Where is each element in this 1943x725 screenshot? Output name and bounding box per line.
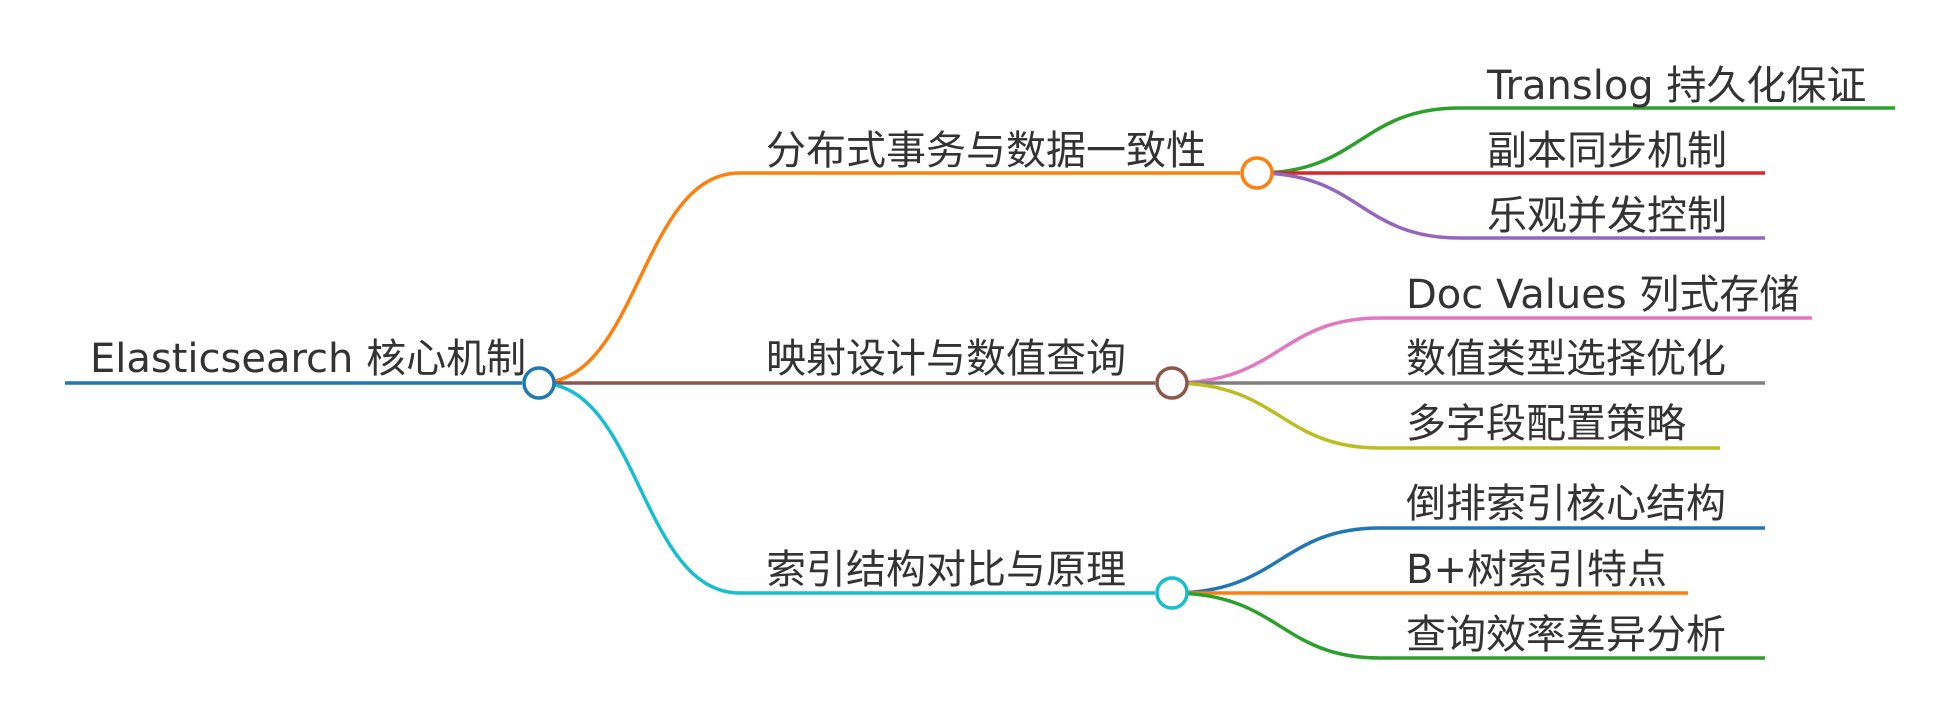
topic-3-child-3-label: 查询效率差异分析 <box>1406 612 1726 658</box>
root-label: Elasticsearch 核心机制 <box>90 336 526 382</box>
topic-3-node[interactable]: 索引结构对比与原理 <box>740 547 1155 595</box>
branch-topic-1-to-child-1 <box>1256 106 1461 175</box>
branch-topic-1-to-child-3 <box>1256 171 1461 240</box>
topic-3-child-2[interactable]: B+树索引特点 <box>1380 547 1688 595</box>
topic-1-child-1[interactable]: Translog 持久化保证 <box>1460 63 1895 110</box>
root-junction-circle[interactable] <box>522 366 556 400</box>
branch-root-to-topic-1 <box>538 171 741 385</box>
topic-1-child-3-label: 乐观并发控制 <box>1487 193 1727 239</box>
topic-2-node[interactable]: 映射设计与数值查询 <box>740 336 1155 385</box>
branch-topic-2-to-child-1 <box>1171 316 1381 385</box>
topic-1-label: 分布式事务与数据一致性 <box>766 128 1206 174</box>
branch-topic-2-to-child-3 <box>1171 381 1381 450</box>
topic-1-junction-circle[interactable] <box>1240 156 1274 190</box>
topic-3-label: 索引结构对比与原理 <box>766 547 1126 593</box>
topic-1-node[interactable]: 分布式事务与数据一致性 <box>740 128 1240 175</box>
topic-2-label: 映射设计与数值查询 <box>766 336 1126 382</box>
branch-root-to-topic-3 <box>538 381 741 595</box>
topic-2-junction-circle[interactable] <box>1155 366 1189 400</box>
topic-3-child-1-label: 倒排索引核心结构 <box>1406 481 1726 527</box>
topic-3-child-3[interactable]: 查询效率差异分析 <box>1380 612 1765 660</box>
topic-1-child-2-label: 副本同步机制 <box>1487 128 1727 174</box>
topic-1-child-1-label: Translog 持久化保证 <box>1486 63 1866 109</box>
topic-2-child-2[interactable]: 数值类型选择优化 <box>1380 336 1765 385</box>
topic-2-child-2-label: 数值类型选择优化 <box>1406 336 1726 382</box>
topic-2-child-1-label: Doc Values 列式存储 <box>1406 272 1799 318</box>
branch-topic-3-to-child-3 <box>1171 591 1381 660</box>
topic-2-child-3[interactable]: 多字段配置策略 <box>1380 401 1720 450</box>
topic-3-junction-circle[interactable] <box>1155 576 1189 610</box>
branch-topic-3-to-child-1 <box>1171 526 1381 595</box>
topic-2-child-1[interactable]: Doc Values 列式存储 <box>1380 272 1812 320</box>
topic-3-child-1[interactable]: 倒排索引核心结构 <box>1380 481 1765 530</box>
root-node[interactable]: Elasticsearch 核心机制 <box>65 336 526 385</box>
topic-1-child-3[interactable]: 乐观并发控制 <box>1460 193 1765 240</box>
topic-3-child-2-label: B+树索引特点 <box>1406 547 1667 593</box>
topic-1-child-2[interactable]: 副本同步机制 <box>1460 128 1765 175</box>
topic-2-child-3-label: 多字段配置策略 <box>1406 401 1686 447</box>
